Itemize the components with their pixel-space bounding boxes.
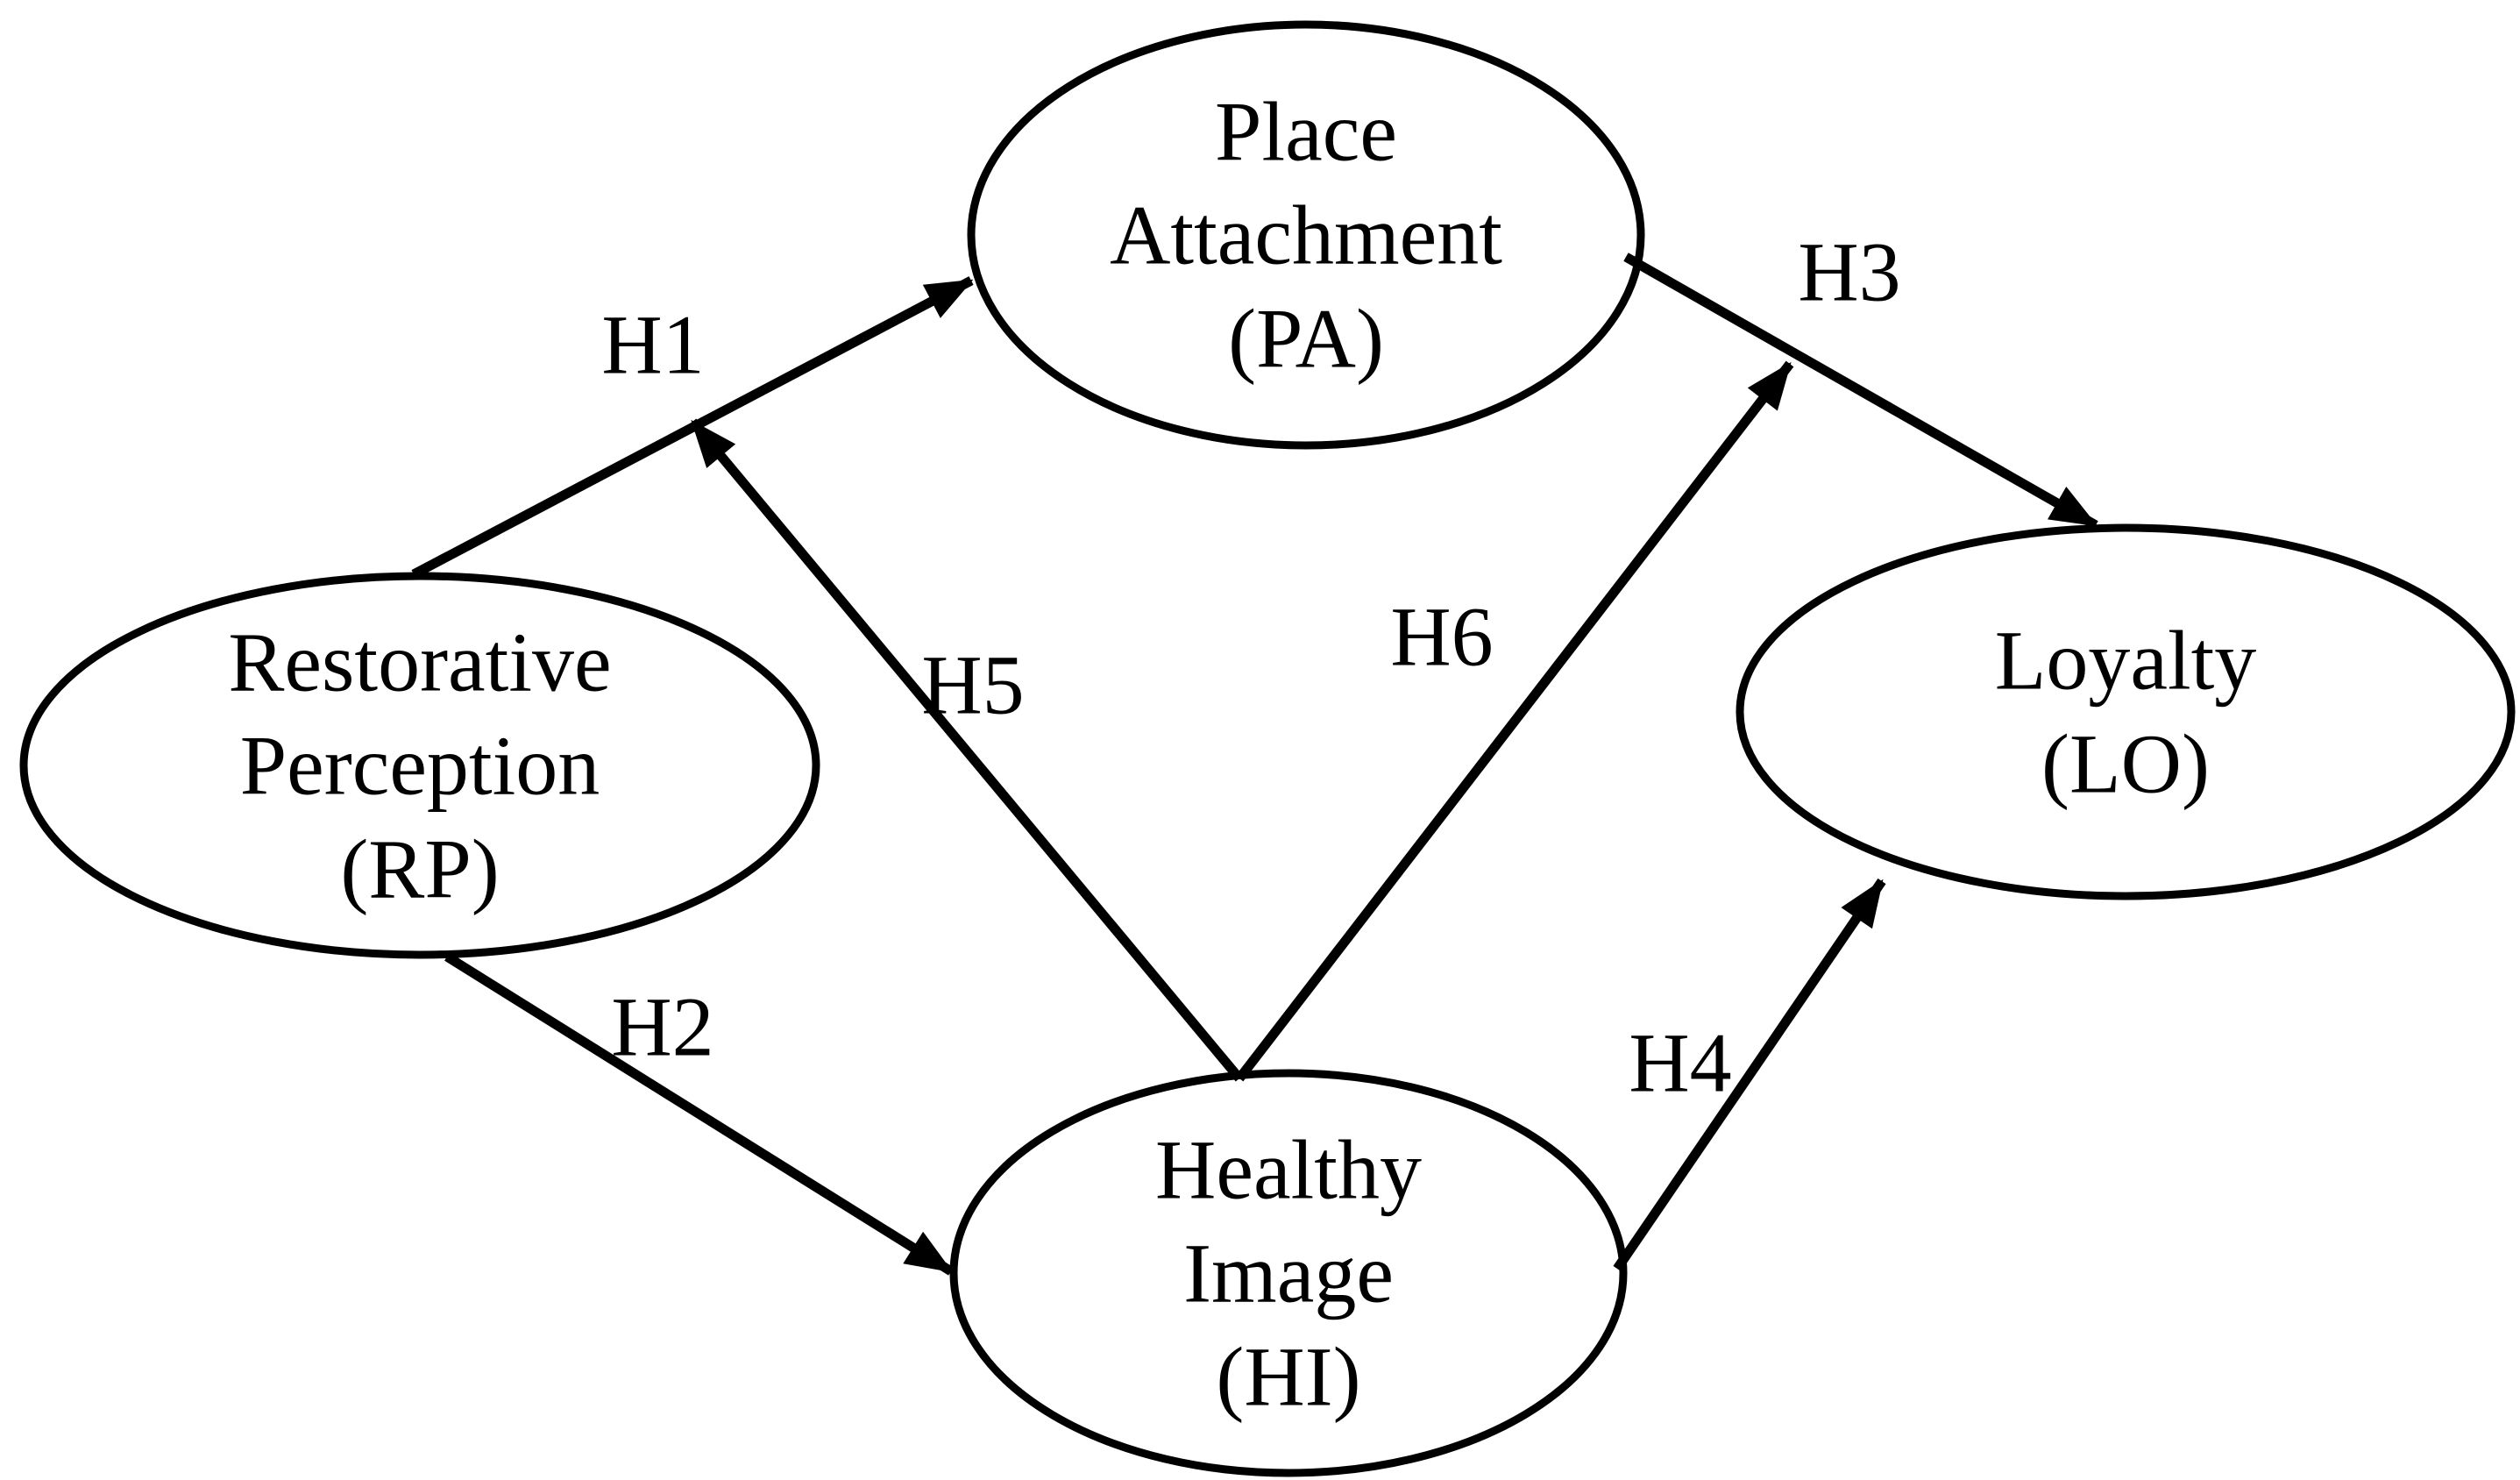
arrow-h4-hi-to-lo (1613, 878, 1886, 1272)
rp-label-line2: Perception (240, 719, 600, 813)
h2-label: H2 (611, 980, 713, 1074)
pa-label-line3: (PA) (1228, 292, 1384, 386)
hi-label-line3: (HI) (1216, 1330, 1360, 1424)
arrow-h6-hi-to-h3-path (1235, 360, 1794, 1082)
arrow-h5-hi-to-h1-path (688, 418, 1244, 1082)
node-loyalty (1736, 523, 2516, 900)
node-healthy-image (949, 1069, 1628, 1477)
arrow-h2-rp-to-hi (444, 952, 954, 1276)
lo-label-line2: (LO) (2041, 717, 2210, 811)
h5-label: H5 (921, 638, 1024, 732)
rp-label: Restorative Perception (RP) (228, 615, 611, 916)
h6-label: H6 (1390, 590, 1493, 684)
h1-label: H1 (601, 298, 704, 392)
pa-label-line2: Attachment (1110, 189, 1502, 282)
hi-ellipse (949, 1069, 1628, 1477)
arrow-h3-pa-to-lo (1623, 253, 2098, 530)
lo-label: Loyalty (LO) (1995, 614, 2257, 811)
hi-label-line2: Image (1183, 1227, 1394, 1320)
lo-label-line1: Loyalty (1995, 614, 2257, 708)
pa-ellipse (967, 20, 1645, 450)
pa-label: Place Attachment (PA) (1110, 85, 1502, 386)
h4-label: H4 (1629, 1016, 1731, 1110)
pa-label-line1: Place (1215, 85, 1397, 179)
rp-label-line3: (RP) (340, 822, 499, 916)
lo-ellipse (1736, 523, 2516, 900)
rp-label-line1: Restorative (228, 615, 611, 709)
h3-label: H3 (1798, 225, 1900, 319)
hi-label-line1: Healthy (1155, 1123, 1422, 1217)
node-place-attachment (967, 20, 1645, 450)
hi-label: Healthy Image (HI) (1155, 1123, 1422, 1424)
